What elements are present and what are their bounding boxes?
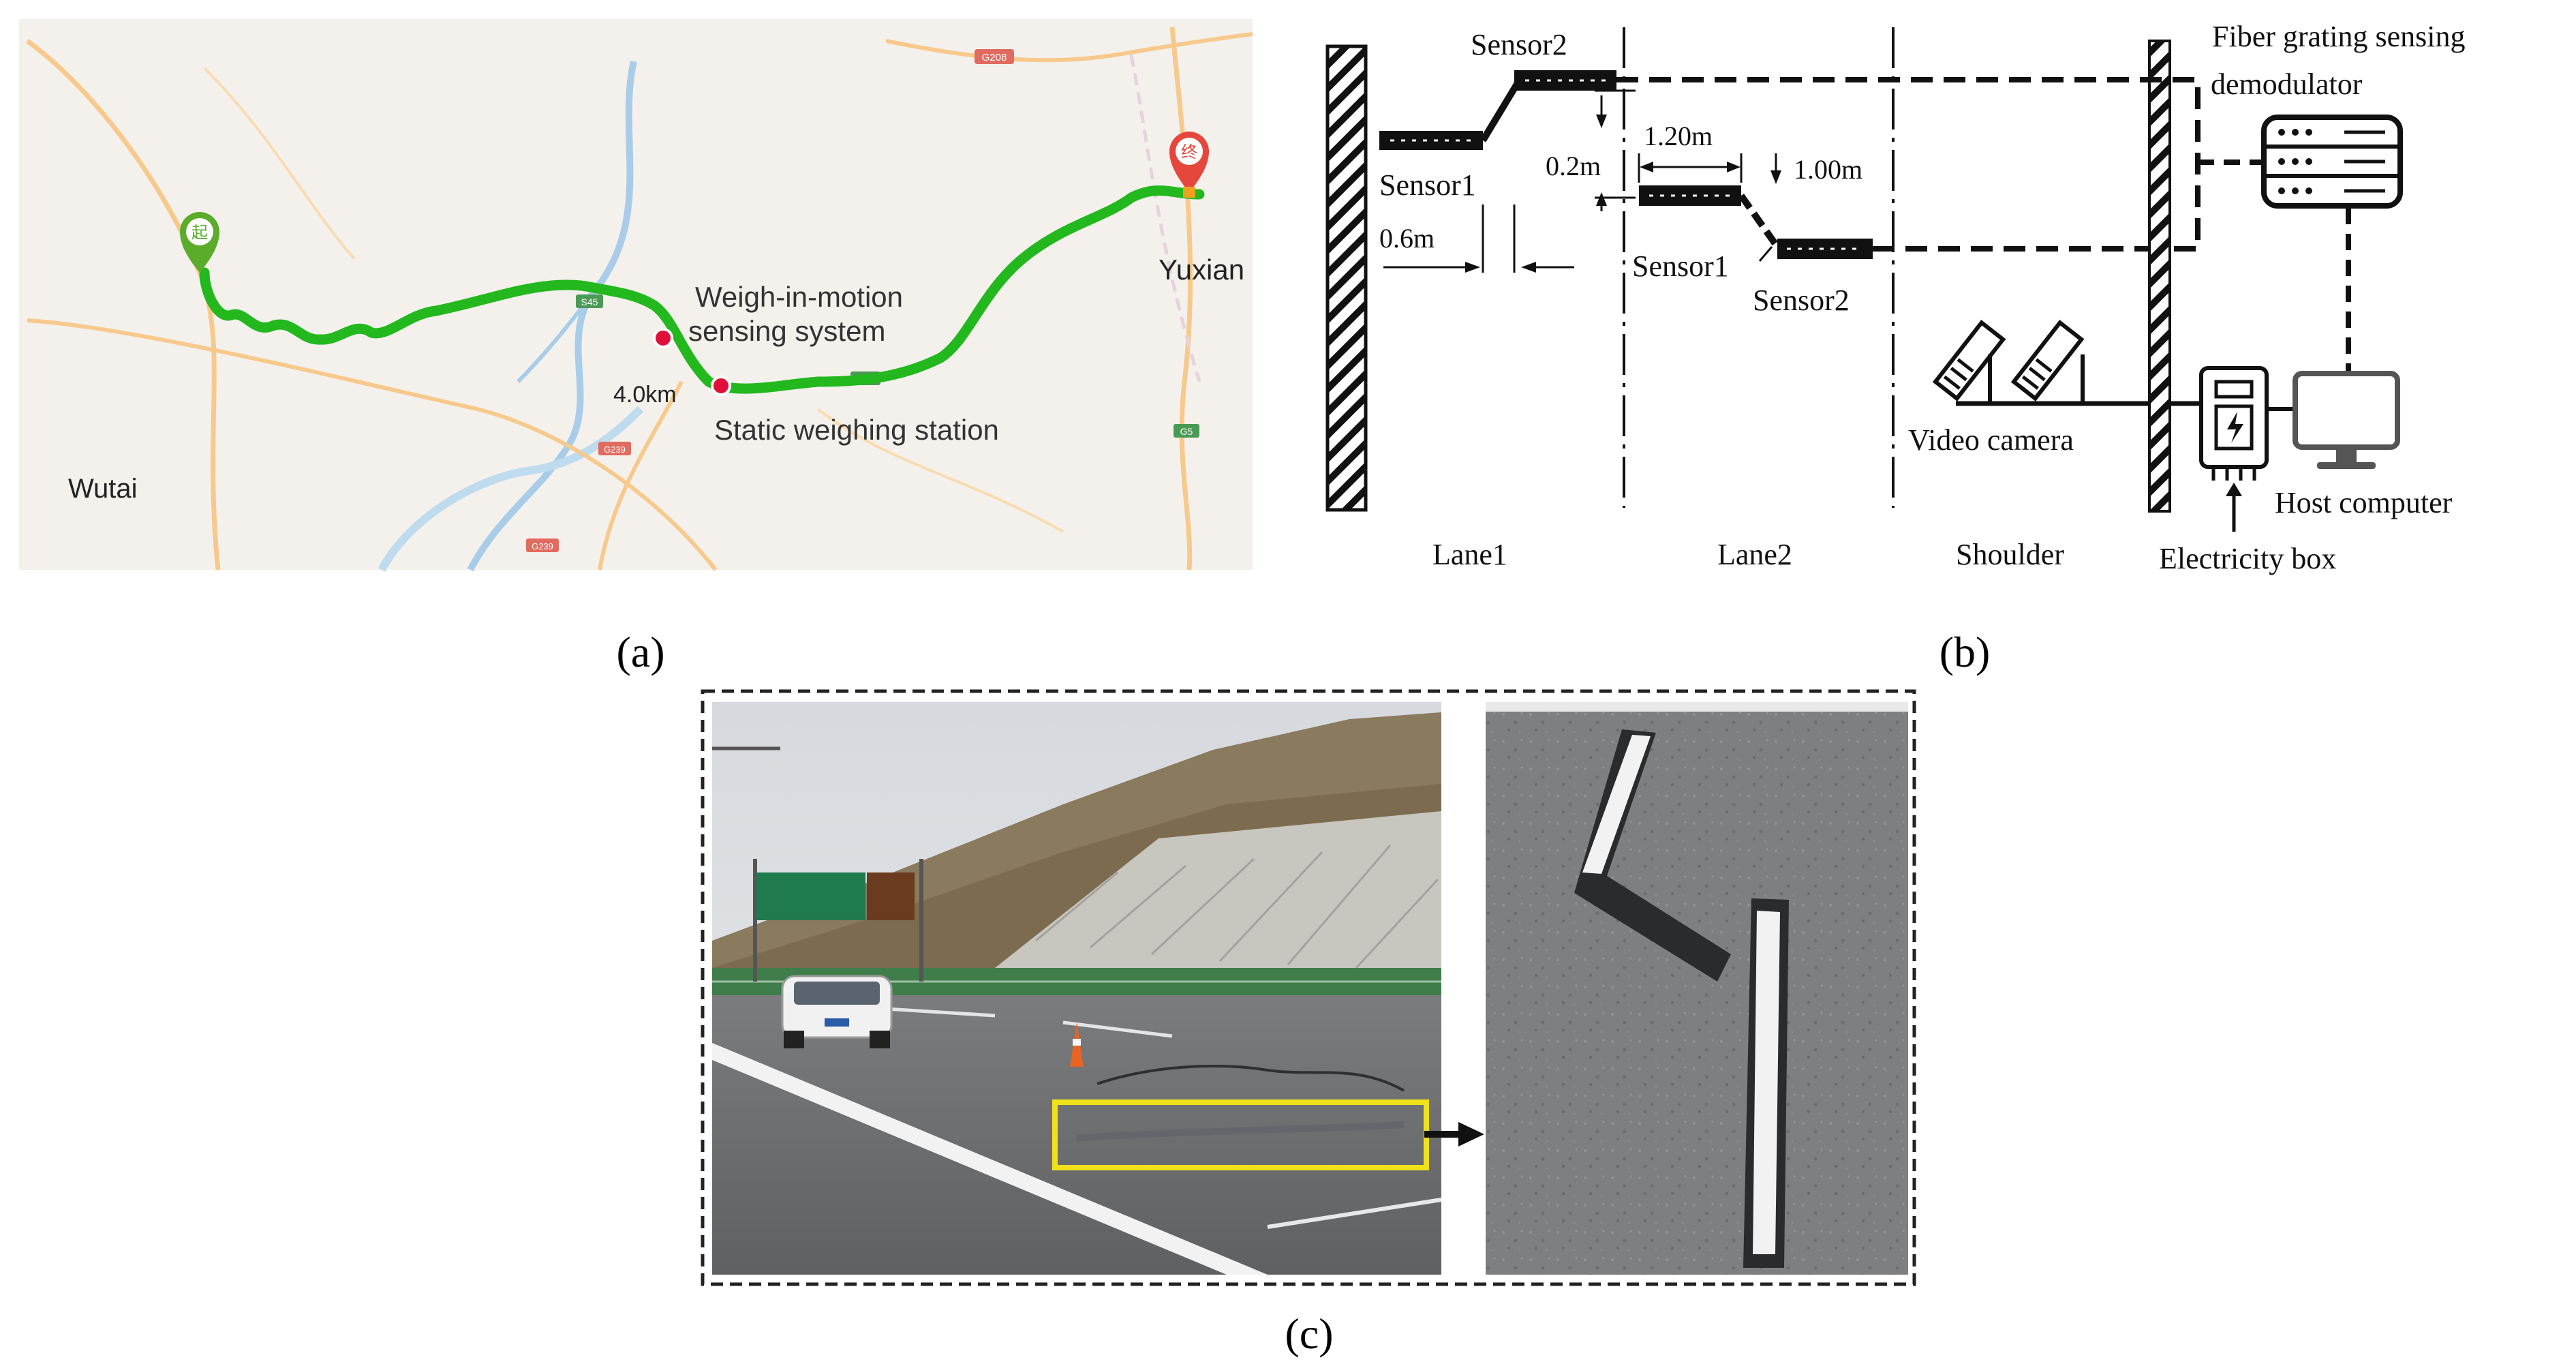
label-wim-line2: sensing system: [688, 315, 885, 347]
caption-a: (a): [616, 628, 664, 676]
sensor-lane1-connector: [1479, 80, 1522, 142]
sensor1-lane2-bar: [1639, 185, 1741, 206]
panel-a-map: G208 S45 S45 G239 G239 G5 起: [19, 19, 1253, 572]
svg-text:起: 起: [191, 224, 208, 242]
svg-text:S45: S45: [581, 297, 598, 307]
dim-1-20-arrowhead-right: [1727, 162, 1741, 172]
label-dim-1-00: 1.00m: [1794, 154, 1862, 185]
overhead-sign-green: [756, 872, 865, 920]
video-camera-icon: [1932, 320, 2149, 406]
sensor2-lane2-bar: [1777, 239, 1873, 259]
label-sensor2-lane1: Sensor2: [1471, 28, 1567, 61]
label-host-computer: Host computer: [2275, 486, 2453, 519]
zoom-arrowhead: [1458, 1122, 1484, 1147]
demodulator-icon: [2261, 115, 2403, 209]
sensor-cable: [1097, 1065, 1405, 1092]
road-g208: [885, 32, 1253, 63]
dim-1-20-arrowhead-left: [1640, 162, 1653, 172]
label-fiber-line2: demodulator: [2211, 67, 2363, 101]
road-shield-g239-a: G239: [598, 442, 631, 455]
label-sensor2-lane2: Sensor2: [1753, 284, 1850, 317]
label-fiber-line1: Fiber grating sensing: [2212, 20, 2466, 53]
host-computer-icon: [2293, 371, 2400, 469]
dim-0-6-arrowhead-left: [1465, 262, 1480, 273]
label-wutai: Wutai: [68, 474, 138, 504]
label-static-station: Static weighing station: [714, 414, 999, 446]
label-video-camera: Video camera: [1908, 423, 2074, 457]
label-sensor1-lane1: Sensor1: [1379, 168, 1476, 202]
closeup-asphalt: [1486, 702, 1908, 1275]
label-wim-line1: Weigh-in-motion: [695, 281, 903, 313]
road-minor-1: [203, 67, 356, 260]
label-lane1: Lane1: [1432, 538, 1507, 571]
road-shield-g208: G208: [975, 49, 1014, 64]
wim-station-dot: [653, 328, 673, 348]
road-shield-s45-a: S45: [576, 294, 603, 308]
sensor1-lane1-bar: [1379, 131, 1483, 150]
road-south: [27, 318, 718, 571]
route-line: [199, 185, 1205, 394]
sensor-strip-upper: [1582, 735, 1651, 874]
river-main: [467, 60, 637, 572]
svg-text:G239: G239: [604, 444, 626, 455]
road-shield-g239-b: G239: [526, 538, 559, 552]
electricity-arrow-head: [2226, 483, 2242, 496]
photo-frame: [701, 689, 1916, 1286]
dim-0-2-arrowhead-bottom: [1596, 192, 1607, 206]
lane-marking-mid: [1062, 1020, 1173, 1038]
dim-0-2-arrowhead-top: [1596, 115, 1607, 128]
end-marker: 终: [1169, 132, 1209, 198]
label-sensor1-lane2: Sensor1: [1632, 249, 1729, 283]
river-lower: [378, 406, 644, 572]
label-lane2: Lane2: [1717, 538, 1792, 571]
cable-lane1: [1616, 77, 2201, 252]
label-distance: 4.0km: [613, 382, 677, 408]
panel-c-photos: [701, 689, 1916, 1286]
closeup-photo: [1486, 702, 1908, 1275]
closeup-edge-line: [1486, 702, 1908, 712]
dim-0-6-arrowhead-right: [1521, 262, 1536, 273]
svg-text:G208: G208: [982, 52, 1007, 63]
label-dim-0-2: 0.2m: [1546, 151, 1601, 181]
lane-marking-near: [1267, 1198, 1442, 1229]
electricity-box-icon: [2199, 366, 2269, 481]
highway-photo: [712, 702, 1442, 1275]
panel-b-schematic: Sensor1 Sensor2 Sensor1 Sensor2 0.6m 1.2…: [1325, 20, 2466, 575]
label-dim-1-20: 1.20m: [1644, 121, 1713, 151]
label-yuxian: Yuxian: [1159, 254, 1244, 286]
road-shield-g5: G5: [1174, 424, 1199, 438]
sensor-strip-far: [1076, 1121, 1405, 1142]
svg-text:G239: G239: [532, 541, 553, 551]
lane-marking-far: [885, 1007, 996, 1018]
svg-text:G5: G5: [1180, 426, 1193, 437]
road-g239: [598, 380, 684, 571]
traffic-cone-stripe: [1073, 1039, 1081, 1046]
caption-c: (c): [1285, 1309, 1333, 1358]
dim-1-00-arrowhead: [1770, 170, 1781, 184]
sensor2-lane1-bar: [1514, 70, 1616, 91]
start-marker: 起: [180, 212, 219, 273]
right-barrier: [2148, 40, 2171, 513]
label-dim-0-6: 0.6m: [1379, 223, 1435, 254]
caption-b: (b): [1939, 628, 1991, 676]
sensor-strip-lower: [1753, 911, 1780, 1254]
retaining-wall: [995, 811, 1441, 968]
wall-mesh: [1035, 845, 1439, 969]
lane-marking-left: [712, 1043, 1268, 1275]
road-minor-2: [816, 408, 1064, 533]
svg-text:终: 终: [1181, 143, 1197, 162]
label-shoulder: Shoulder: [1956, 538, 2064, 571]
road-g5: [1169, 27, 1193, 571]
railway: [1129, 54, 1201, 382]
overhead-sign-brown: [867, 872, 915, 920]
sensor-lane2-connector: [1738, 194, 1781, 249]
label-electricity-box: Electricity box: [2159, 542, 2336, 575]
sensor1-lane2-pointer: [1758, 246, 1773, 262]
white-car: [781, 975, 893, 1048]
left-barrier: [1325, 44, 1368, 512]
static-station-dot: [711, 376, 731, 396]
